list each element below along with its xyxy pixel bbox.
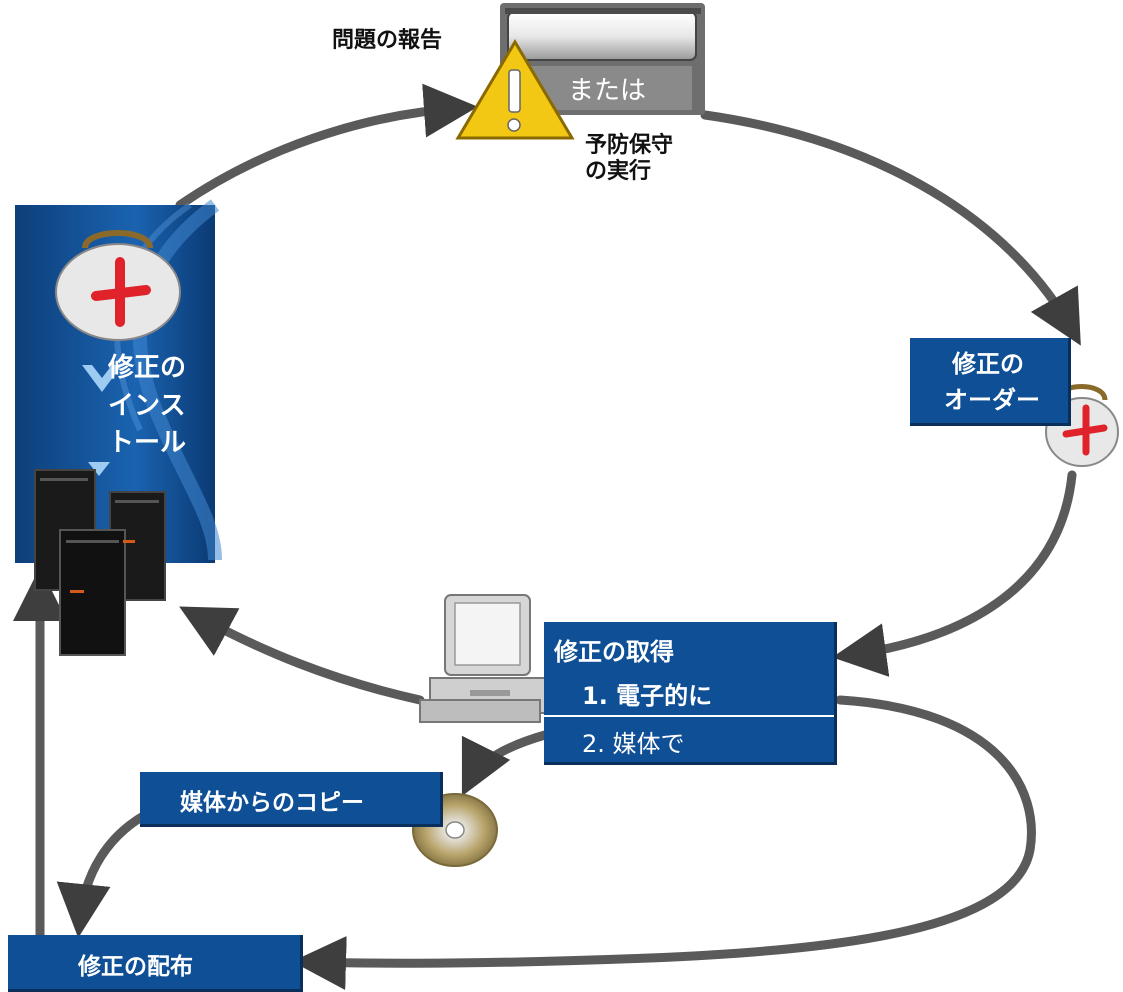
arrow-copy-to-distribute xyxy=(56,810,150,938)
preventive-line-2: の実行 xyxy=(585,159,652,185)
arrow-order-to-get xyxy=(832,470,1077,677)
arrow-report-to-order xyxy=(700,110,1081,346)
arrow-media-to-copy xyxy=(461,730,550,797)
distribute-label: 修正の配布 xyxy=(78,954,193,980)
order-box: 修正の オーダー xyxy=(910,338,1071,426)
distribute-box: 修正の配布 xyxy=(8,935,303,992)
or-label: または xyxy=(568,76,647,106)
install-label: 修正の インス トール xyxy=(108,350,186,463)
get-fix-item-media: 2. 媒体で xyxy=(582,730,685,758)
chevron-down-icon xyxy=(82,365,122,476)
warning-icon xyxy=(455,39,575,140)
arrow-electronic-to-distribute xyxy=(292,695,1036,991)
get-fix-divider xyxy=(544,715,834,717)
computer-icon xyxy=(419,594,546,723)
order-line-1: 修正の xyxy=(952,350,1024,378)
get-fix-box: 修正の取得 1. 電子的に 2. 媒体で xyxy=(544,622,837,765)
medical-bag-icon xyxy=(55,230,181,341)
install-line-2: インス xyxy=(108,390,186,421)
order-line-2: オーダー xyxy=(944,386,1040,414)
get-fix-title: 修正の取得 xyxy=(554,638,674,666)
preventive-line-1: 予防保守 xyxy=(585,133,674,158)
install-line-3: トール xyxy=(108,428,187,459)
preventive-label: 予防保守 の実行 xyxy=(585,133,673,186)
copy-from-media-label: 媒体からのコピー xyxy=(180,790,364,816)
arrow-get-to-install xyxy=(179,606,425,705)
install-line-1: 修正の xyxy=(108,353,187,383)
arrow-install-to-report xyxy=(175,83,478,210)
report-label: 問題の報告 xyxy=(332,28,443,53)
copy-from-media-box: 媒体からのコピー xyxy=(140,772,443,827)
server-icon xyxy=(34,469,166,656)
get-fix-item-electronic: 1. 電子的に xyxy=(582,682,713,710)
report-banner xyxy=(500,3,705,115)
